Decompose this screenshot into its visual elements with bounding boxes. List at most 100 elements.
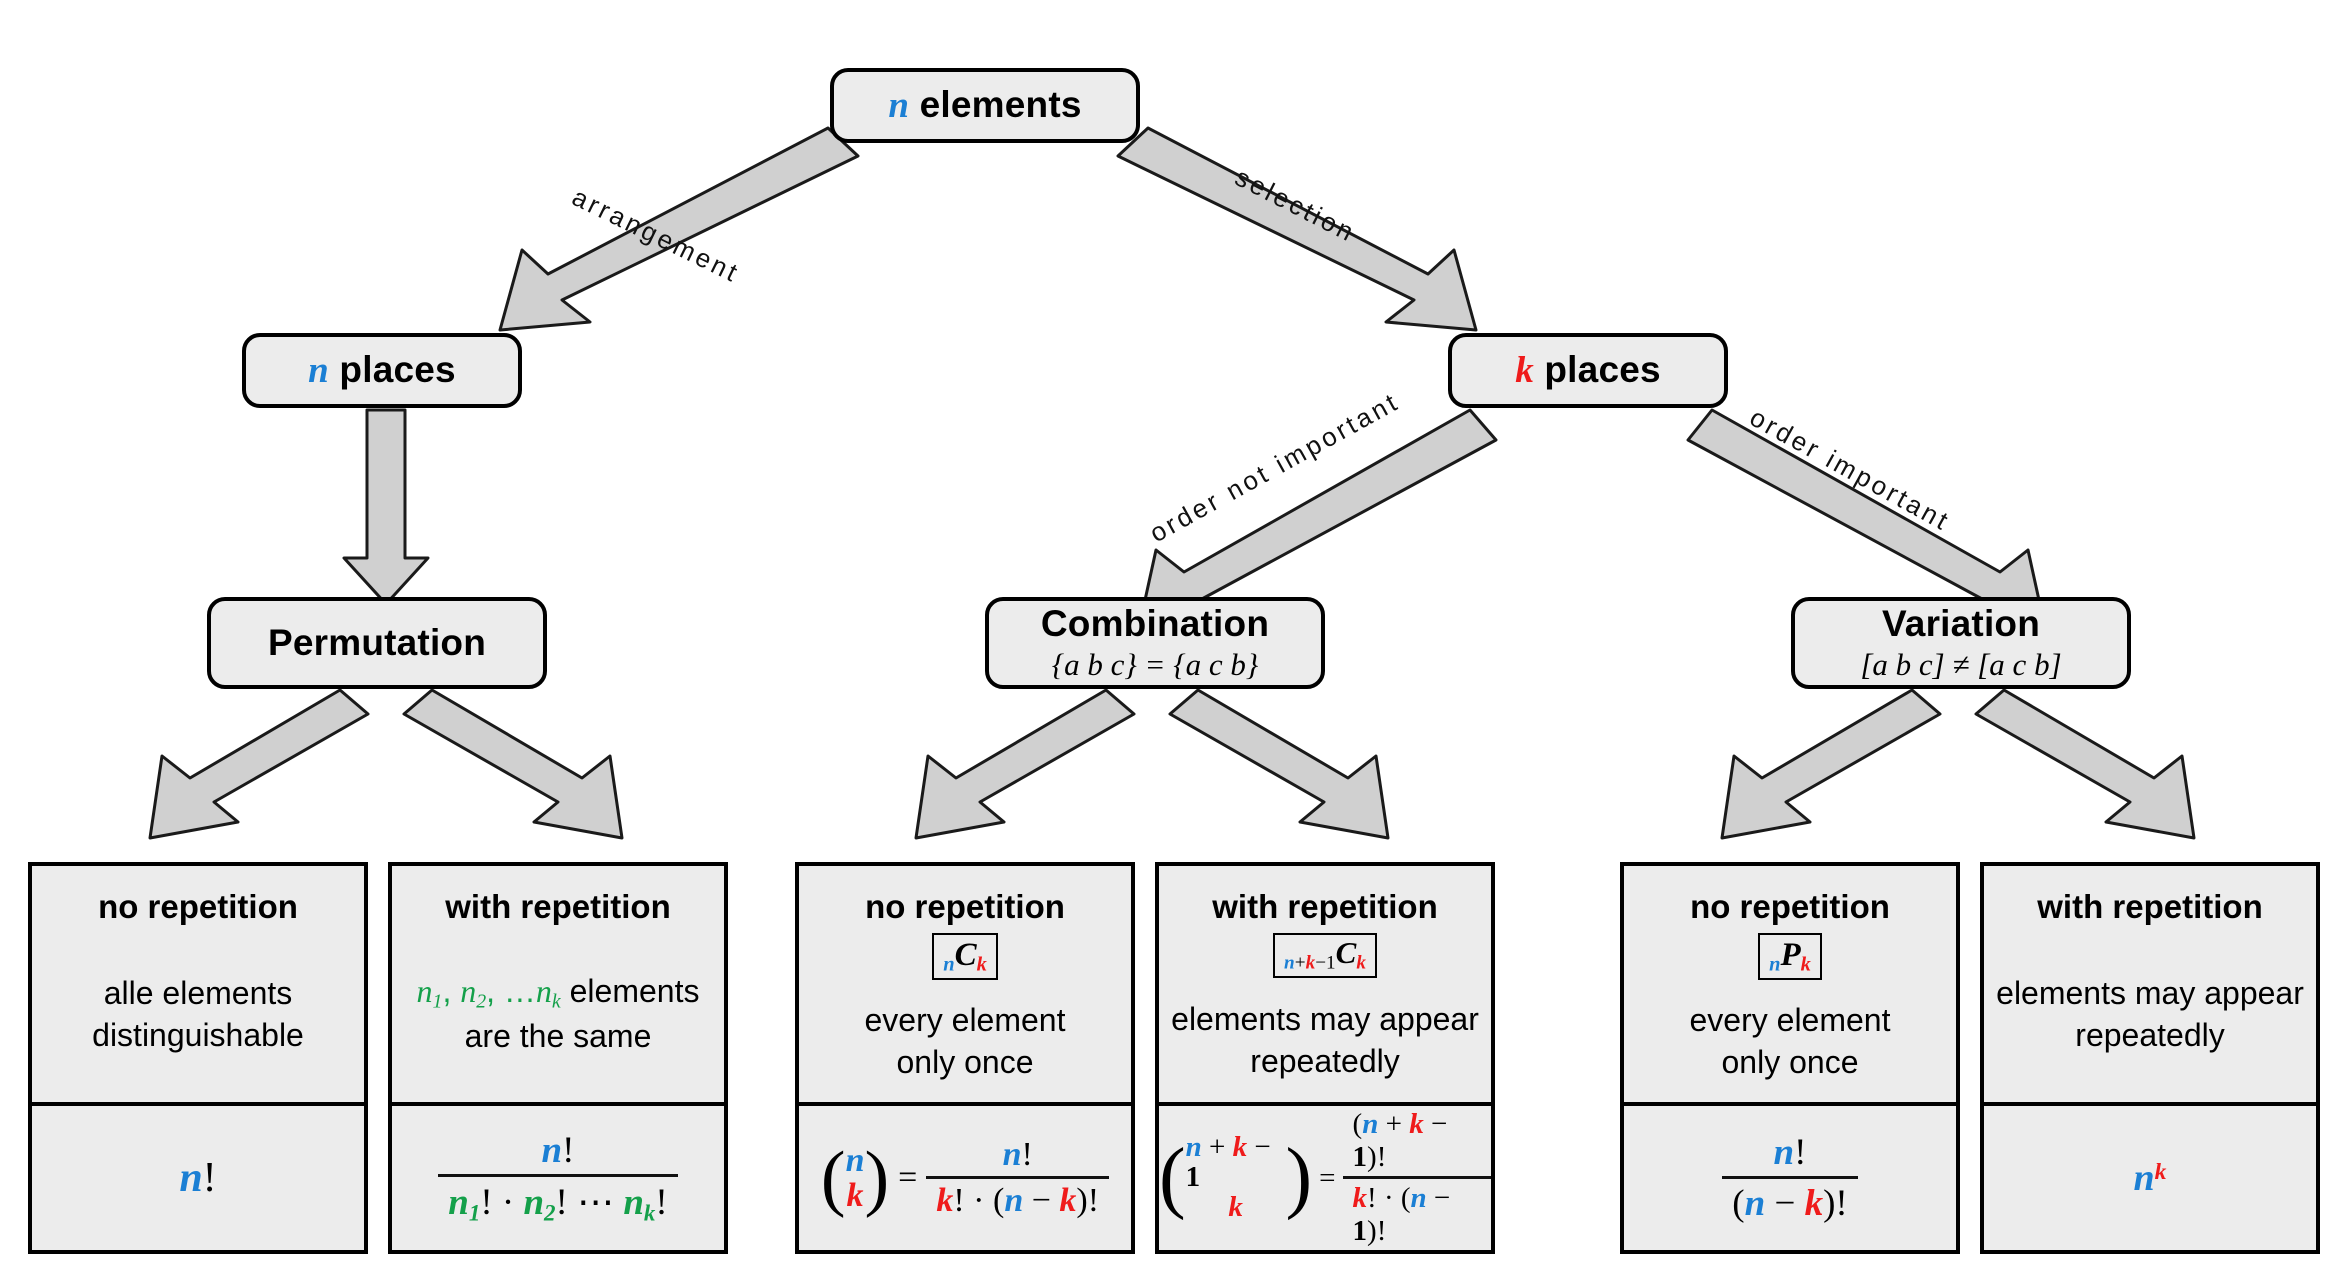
subscript-1: 1 [468, 1200, 481, 1226]
leaf-combination-with-repetition[interactable]: with repetition n+k−1Ck elements may app… [1155, 862, 1495, 1254]
variable-n: n [845, 1141, 865, 1179]
node-n-places[interactable]: n places [242, 333, 522, 408]
variable-n: n [1410, 1182, 1427, 1214]
left-paren: ( [1400, 1182, 1411, 1214]
node-variation-example: [a b c] ≠ [a c b] [1860, 646, 2062, 682]
node-k-places[interactable]: k places [1448, 333, 1728, 408]
variable-n1: n [416, 973, 433, 1010]
leaf-description-line2: repeatedly [1250, 1042, 1400, 1079]
right-paren: ) [1823, 1183, 1836, 1224]
left-paren: ( [1732, 1183, 1745, 1224]
variable-n: n [943, 953, 955, 976]
fraction-denominator: k! · (n − 1)! [1342, 1176, 1491, 1248]
node-combination-example: {a b c} = {a c b} [1051, 646, 1259, 682]
leaf-description-line1: alle elements [103, 974, 293, 1011]
leaf-formula: n! n1! · n2! ⋯ nk! [392, 1102, 724, 1250]
notation-nPk: nPk [1758, 932, 1822, 981]
variable-n: n [888, 85, 910, 127]
variable-k: k [976, 953, 987, 976]
number-one: 1 [1326, 952, 1336, 974]
fraction-denominator: k! · (n − k)! [926, 1176, 1110, 1220]
right-paren: ) [864, 1136, 890, 1219]
plus-sign: + [1209, 1131, 1226, 1164]
variable-n: n [1284, 952, 1295, 974]
leaf-description: elements may appear repeatedly [1988, 972, 2312, 1056]
leaf-description: elements may appear repeatedly [1163, 998, 1487, 1082]
leaf-description-line2: repeatedly [2075, 1016, 2225, 1053]
minus-sign: − [1774, 1183, 1796, 1224]
node-variation-title: Variation [1881, 603, 2041, 645]
arrow-variation-to-no-repetition [1720, 688, 1942, 840]
leaf-heading: no repetition [98, 888, 298, 925]
factorial-sign: ! [1367, 1182, 1377, 1214]
variable-k: k [1059, 1182, 1077, 1219]
subscript-2: 2 [544, 1200, 556, 1226]
left-paren: ( [820, 1136, 846, 1219]
leaf-combination-no-repetition[interactable]: no repetition nCk every element only onc… [795, 862, 1135, 1254]
variable-k: k [846, 1177, 864, 1214]
multiplication-dot: · [501, 1182, 515, 1224]
node-k-places-label: k places [1515, 349, 1661, 391]
leaf-formula: ( n + k − 1 k ) = (n + [1159, 1102, 1491, 1250]
factorial-sign: ! [480, 1182, 493, 1224]
leaf-description-line1: every element [1689, 1001, 1891, 1038]
leaf-variation-no-repetition[interactable]: no repetition nPk every element only onc… [1620, 862, 1960, 1254]
variable-n: n [541, 1130, 563, 1172]
plus-sign: + [1294, 952, 1306, 974]
notation-n-plus-k-minus-1-C-k: n+k−1Ck [1273, 932, 1377, 978]
equals-sign: = [1319, 1161, 1336, 1194]
leaf-description-line1: every element [864, 1001, 1066, 1038]
variable-nk: n [623, 1182, 644, 1224]
variable-nk: n [535, 973, 552, 1010]
leaf-description-line2: only once [1721, 1044, 1859, 1081]
node-n-elements-label: n elements [888, 84, 1081, 126]
right-paren: ) [1285, 1133, 1313, 1222]
number-one: 1 [1352, 1215, 1368, 1247]
left-paren: ( [992, 1182, 1005, 1219]
node-n-elements[interactable]: n elements [830, 68, 1140, 143]
variable-n: n [1744, 1183, 1766, 1224]
leaf-description: alle elements distinguishable [84, 972, 312, 1056]
leaf-variation-with-repetition[interactable]: with repetition elements may appear repe… [1980, 862, 2320, 1254]
node-permutation[interactable]: Permutation [207, 597, 547, 689]
node-combination[interactable]: Combination {a b c} = {a c b} [985, 597, 1325, 689]
variable-k: k [1232, 1131, 1248, 1164]
leaf-description-line1: elements may appear [1996, 974, 2304, 1011]
node-variation[interactable]: Variation [a b c] ≠ [a c b] [1791, 597, 2131, 689]
factorial-sign: ! [1087, 1182, 1100, 1219]
subscript-2: 2 [476, 991, 487, 1014]
factorial-sign: ! [1835, 1183, 1848, 1224]
leaf-heading: no repetition [1690, 888, 1890, 925]
variable-n2: n [523, 1182, 545, 1224]
binomial-coefficient: n k [846, 1143, 865, 1213]
left-paren: ( [1352, 1108, 1363, 1140]
variable-n1: n [448, 1182, 469, 1224]
node-n-places-label: n places [308, 349, 456, 391]
variable-k: k [2154, 1159, 2167, 1186]
equals-sign: = [898, 1159, 918, 1196]
variable-n: n [1002, 1136, 1022, 1173]
fraction-numerator: n! [993, 1136, 1043, 1176]
leaf-formula: n! [32, 1102, 364, 1250]
leaf-description-line2: distinguishable [92, 1016, 304, 1053]
arrow-combination-to-no-repetition [914, 688, 1136, 840]
factorial-sign: ! [555, 1182, 568, 1224]
leaf-permutation-with-repetition[interactable]: with repetition n1, n2, …nk elements are… [388, 862, 728, 1254]
node-combination-title: Combination [1040, 603, 1270, 645]
word-elements: elements [569, 973, 700, 1010]
number-one: 1 [1352, 1141, 1368, 1173]
minus-sign: − [1031, 1182, 1051, 1219]
fraction-denominator: (n − k)! [1722, 1176, 1858, 1225]
leaf-permutation-no-repetition[interactable]: no repetition alle elements distinguisha… [28, 862, 368, 1254]
node-n-elements-text: elements [909, 84, 1082, 126]
variable-k: k [1228, 1190, 1243, 1223]
variable-k: k [1305, 952, 1316, 974]
factorial-sign: ! [1794, 1132, 1807, 1173]
fraction-numerator: n! [532, 1129, 585, 1174]
variable-n: n [2133, 1157, 2155, 1199]
minus-sign: − [1315, 952, 1327, 974]
arrow-combination-to-with-repetition [1168, 688, 1390, 840]
leaf-heading: with repetition [2037, 888, 2263, 925]
multiplication-dot: · [973, 1182, 985, 1219]
